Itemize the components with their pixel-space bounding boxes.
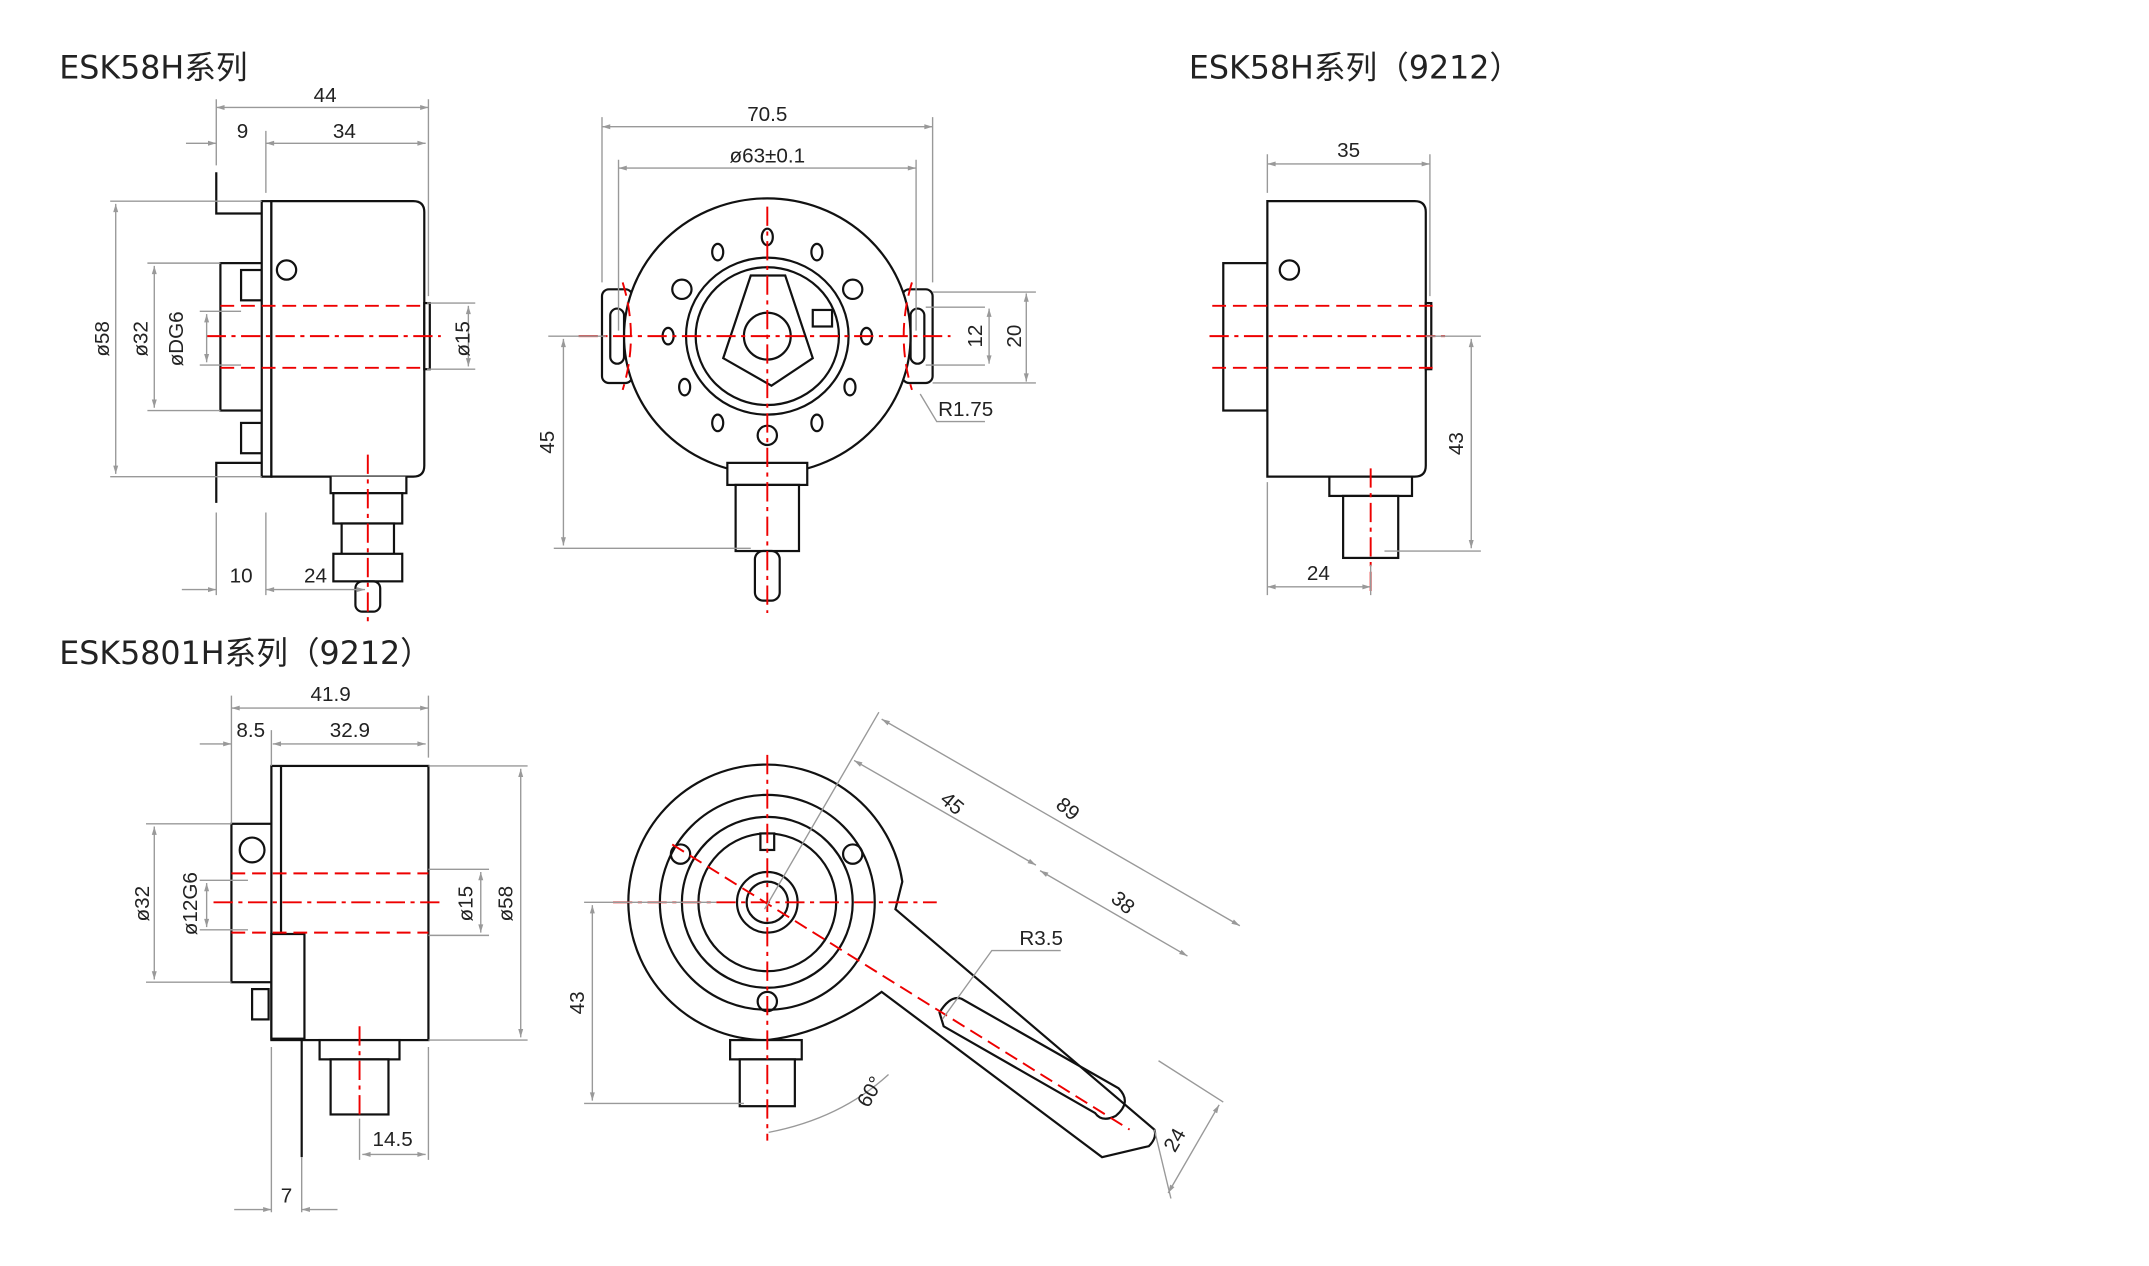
dim-10: 10	[230, 565, 253, 588]
dim-45: 45	[536, 431, 559, 454]
dim-8-5: 8.5	[236, 719, 265, 742]
dim-dia15: ø15	[455, 886, 478, 922]
dim-dia58: ø58	[494, 886, 517, 922]
dim-12: 12	[964, 325, 987, 348]
dim-32-9: 32.9	[330, 719, 370, 742]
dim-9: 9	[237, 120, 249, 143]
dim-41-9: 41.9	[311, 683, 351, 706]
dim-24: 24	[304, 565, 327, 588]
dim-bore-dg6: øDG6	[165, 311, 188, 366]
esk5801h-side-view: 41.9 8.5 32.9 ø32 ø12G6 ø15 ø58 14.5 7	[131, 683, 528, 1213]
dim-24: 24	[1307, 562, 1330, 585]
esk5801h-front-view: 45 89 38 R3.5 60° 24 43	[566, 711, 1241, 1199]
dim-r1-75: R1.75	[938, 398, 993, 421]
dim-dia32: ø32	[129, 321, 152, 357]
dim-r3-5: R3.5	[1019, 927, 1063, 950]
dim-dia32: ø32	[131, 886, 154, 922]
dim-70-5: 70.5	[747, 103, 787, 126]
esk58h-side-view: 44 9 34 ø58 ø32 øDG6 ø15 10 24	[91, 84, 476, 627]
dim-dia15: ø15	[452, 321, 475, 357]
dim-45: 45	[936, 787, 968, 819]
dim-bore-12g6: ø12G6	[179, 872, 202, 935]
title-esk58h-9212: ESK58H系列（9212）	[1189, 51, 1521, 87]
title-esk58h: ESK58H系列	[59, 51, 247, 87]
dim-14-5: 14.5	[373, 1128, 413, 1151]
dim-43: 43	[566, 991, 589, 1014]
dim-34: 34	[333, 120, 356, 143]
title-esk5801h-9212: ESK5801H系列（9212）	[59, 636, 432, 672]
dim-angle-60: 60°	[853, 1073, 889, 1112]
dim-pcd-63: ø63±0.1	[729, 145, 805, 168]
esk58h-front-view: 70.5 ø63±0.1 12 20 R1.75 45	[536, 103, 1036, 614]
dim-38: 38	[1107, 887, 1139, 919]
dim-24: 24	[1159, 1124, 1190, 1155]
dim-20: 20	[1003, 325, 1026, 348]
esk58h-9212-side-view: 35 43 24	[1209, 139, 1481, 596]
dim-dia58: ø58	[91, 321, 114, 357]
dim-44: 44	[314, 84, 337, 107]
dim-43: 43	[1445, 432, 1468, 455]
dim-35: 35	[1337, 139, 1360, 162]
dim-7: 7	[281, 1185, 293, 1208]
